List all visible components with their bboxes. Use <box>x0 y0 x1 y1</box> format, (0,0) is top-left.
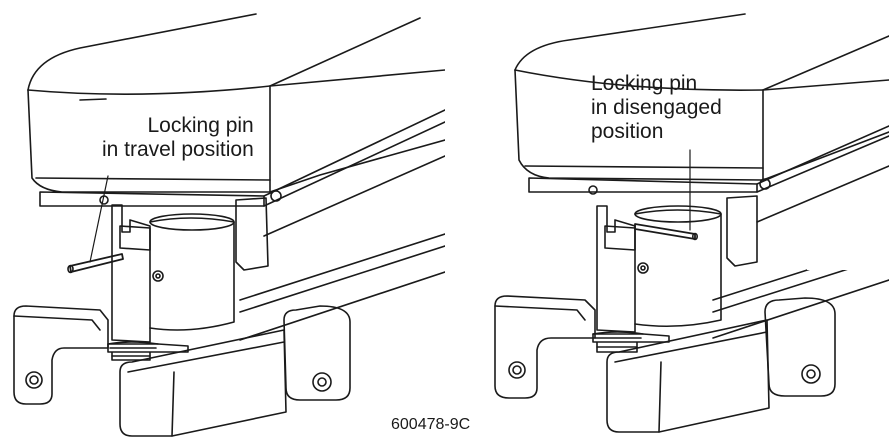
callout-line-2: in travel position <box>102 138 254 161</box>
foot-bolt-left-inner <box>29 375 39 385</box>
callout-line-2: in disengaged <box>591 96 722 119</box>
foot-bracket-left-inner <box>494 305 586 321</box>
cross-tube <box>606 319 770 433</box>
clevis-slot <box>119 225 151 251</box>
arm-housing-side <box>269 69 445 193</box>
panel-disengaged-position: Locking pin in disengaged position <box>445 0 889 440</box>
locking-pin-tip <box>692 232 699 241</box>
locking-pin-disengaged <box>634 223 696 240</box>
hinge-washers <box>592 331 644 348</box>
arm-housing-side <box>762 79 889 181</box>
arm-housing-top-right <box>269 17 421 87</box>
foot-bolt-right <box>801 364 821 384</box>
arm-housing-upper-edge <box>27 85 271 95</box>
foot-bracket-right <box>283 305 351 401</box>
cylinder-top-rim <box>149 213 235 231</box>
rail-lower <box>239 233 445 341</box>
cross-tube-edge <box>614 331 768 433</box>
set-screw-center <box>640 265 646 271</box>
mechanism-drawing-travel <box>13 13 445 437</box>
clevis-slot <box>604 225 636 251</box>
callout-line-1: Locking pin <box>591 72 698 95</box>
cross-tube <box>119 329 287 437</box>
mount-bolt-right <box>759 178 771 190</box>
foot-bracket-right <box>764 297 836 397</box>
foot-bolt-left-inner <box>512 365 522 375</box>
foot-bolt-right-inner <box>317 377 327 387</box>
side-block <box>726 195 758 267</box>
hinge-stack <box>107 343 189 361</box>
foot-bracket-left-inner <box>13 315 101 331</box>
foot-bracket-left <box>13 305 109 405</box>
clevis-bracket <box>596 205 636 333</box>
callout-disengaged-position: Locking pin in disengaged position <box>589 72 724 144</box>
callout-travel-position: Locking pin in travel position <box>100 114 256 162</box>
set-screw <box>152 270 164 282</box>
mount-bolt-left <box>588 185 598 195</box>
cylinder-top-rim <box>634 205 722 223</box>
foot-bolt-left <box>508 361 526 379</box>
side-block <box>235 197 269 271</box>
callout-line-3: position <box>591 120 664 143</box>
arm-housing-upper-edge <box>514 69 764 91</box>
housing-slot <box>79 98 107 101</box>
foot-bracket-left <box>494 295 596 399</box>
mount-bolt-right <box>270 190 282 202</box>
rail-upper <box>263 109 445 237</box>
callout-line-1: Locking pin <box>147 114 254 137</box>
hinge-washers <box>107 341 159 357</box>
foot-bolt-right-inner <box>806 369 816 379</box>
clevis-bracket <box>111 204 151 343</box>
locking-pin-tip <box>67 264 74 274</box>
rail-gap <box>807 230 889 270</box>
hinge-stack <box>592 333 670 353</box>
set-screw <box>637 262 649 274</box>
swivel-cylinder <box>149 217 235 331</box>
mechanism-drawing-disengaged <box>494 13 889 433</box>
foot-bolt-right <box>312 372 332 392</box>
arm-housing-top <box>514 13 746 71</box>
leader-line-left <box>89 175 109 263</box>
rail-upper <box>756 125 889 223</box>
arm-housing-top-right <box>762 35 889 91</box>
locking-pin-travel <box>69 253 124 273</box>
arm-housing-top <box>27 13 257 91</box>
swivel-cylinder <box>634 209 722 328</box>
set-screw-center <box>155 273 161 279</box>
foot-bolt-left <box>25 371 43 389</box>
figure-id: 600478-9C <box>391 416 471 433</box>
panel-travel-position: Locking pin in travel position <box>13 13 445 437</box>
cross-tube-edge <box>127 341 285 437</box>
